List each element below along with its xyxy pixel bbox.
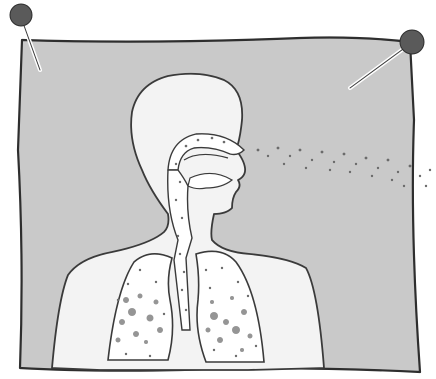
illustration-canvas (0, 0, 436, 379)
breathing-illustration (0, 0, 436, 379)
